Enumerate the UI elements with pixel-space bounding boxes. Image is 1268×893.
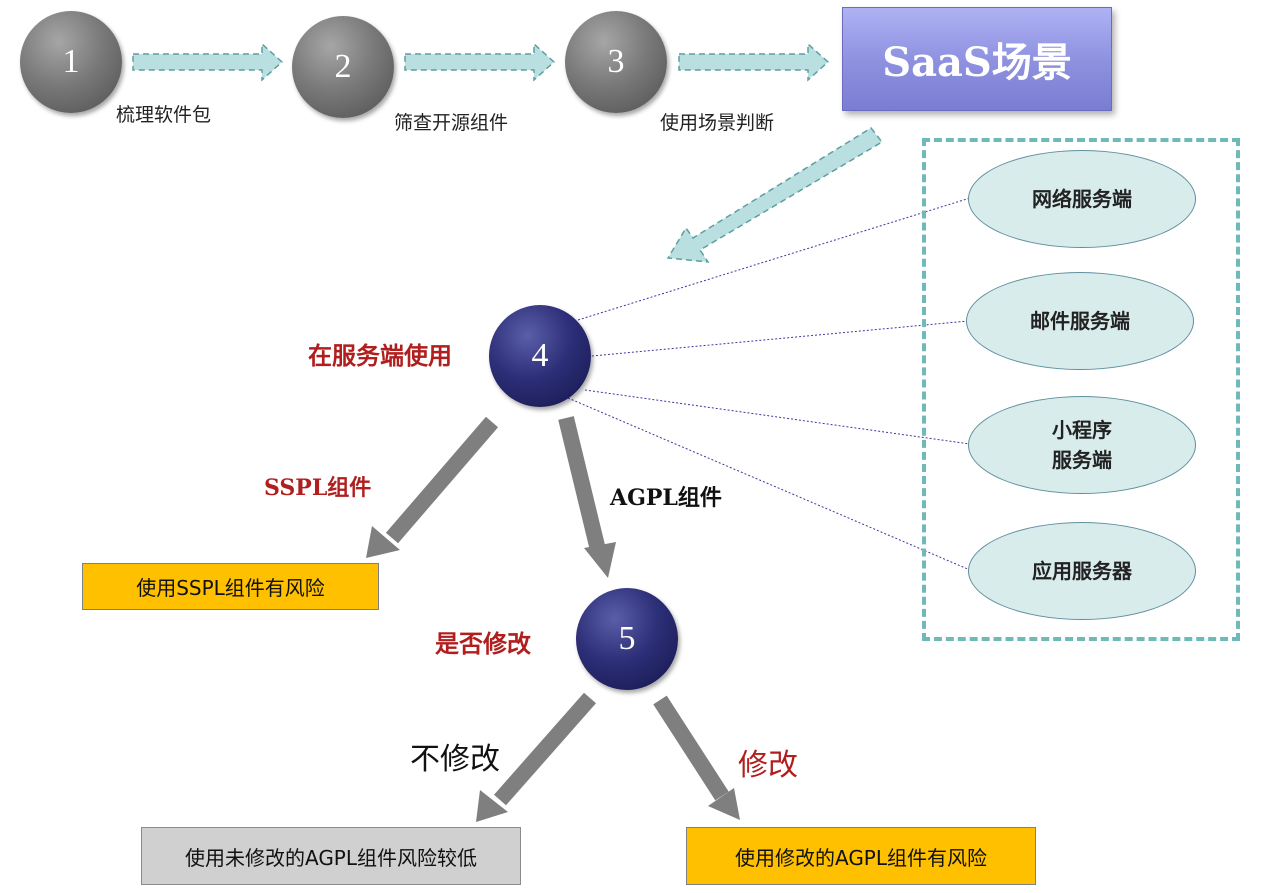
branch-unmodified-label: 不修改 [410, 742, 500, 777]
node-5-number: 5 [618, 620, 636, 657]
flow-arrow-saas-4 [666, 127, 884, 263]
server-network: 网络服务端 [968, 150, 1196, 248]
saas-scenario-box: SaaS场景 [842, 7, 1112, 111]
result-sspl-risk-text: 使用SSPL组件有风险 [136, 576, 325, 600]
flow-arrow-3-saas [678, 42, 830, 82]
branch-agpl-label: AGPL组件 [610, 485, 722, 511]
flow-arrow-2-3 [404, 42, 556, 82]
step-2-number: 2 [334, 48, 352, 85]
connector-miniprogram-server [584, 389, 971, 445]
result-unmodified-agpl: 使用未修改的AGPL组件风险较低 [141, 827, 521, 885]
decision-node-5: 5 [576, 588, 678, 690]
step-2-circle: 2 [292, 16, 394, 118]
arrow-4-sspl [366, 416, 499, 558]
result-modified-agpl: 使用修改的AGPL组件有风险 [686, 827, 1036, 885]
arrow-5-modified [653, 695, 740, 820]
step-2-label: 筛查开源组件 [394, 112, 509, 134]
step-1-number: 1 [62, 43, 80, 80]
connector-network-server [577, 197, 971, 321]
result-unmodified-agpl-text: 使用未修改的AGPL组件风险较低 [184, 845, 478, 870]
arrow-5-unmodified [476, 692, 596, 822]
step-3-label: 使用场景判断 [660, 112, 775, 134]
flow-arrow-1-2 [132, 42, 284, 82]
result-modified-agpl-text: 使用修改的AGPL组件有风险 [734, 845, 988, 870]
result-sspl-risk: 使用SSPL组件有风险 [82, 563, 379, 610]
server-miniprogram-label: 小程序 服务端 [1052, 418, 1112, 472]
server-app-label: 应用服务器 [1032, 559, 1132, 583]
arrow-4-5 [558, 416, 616, 578]
branch-modified-label: 修改 [738, 748, 798, 783]
server-mail: 邮件服务端 [966, 272, 1194, 370]
server-miniprogram: 小程序 服务端 [968, 396, 1196, 494]
server-types-container [922, 138, 1240, 641]
step-3-circle: 3 [565, 11, 667, 113]
connector-app-server [567, 397, 971, 571]
step-3-number: 3 [607, 43, 625, 80]
step-1-label: 梳理软件包 [116, 104, 212, 126]
decision-node-4: 4 [489, 305, 591, 407]
node-4-label: 在服务端使用 [308, 341, 452, 370]
saas-scenario-title: SaaS场景 [882, 39, 1072, 86]
server-app: 应用服务器 [968, 522, 1196, 620]
branch-sspl-label: SSPL组件 [264, 475, 372, 501]
connector-mail-server [591, 320, 969, 357]
server-network-label: 网络服务端 [1032, 187, 1132, 211]
node-4-number: 4 [531, 337, 549, 374]
server-mail-label: 邮件服务端 [1030, 309, 1130, 333]
step-1-circle: 1 [20, 11, 122, 113]
node-5-label: 是否修改 [435, 629, 531, 658]
